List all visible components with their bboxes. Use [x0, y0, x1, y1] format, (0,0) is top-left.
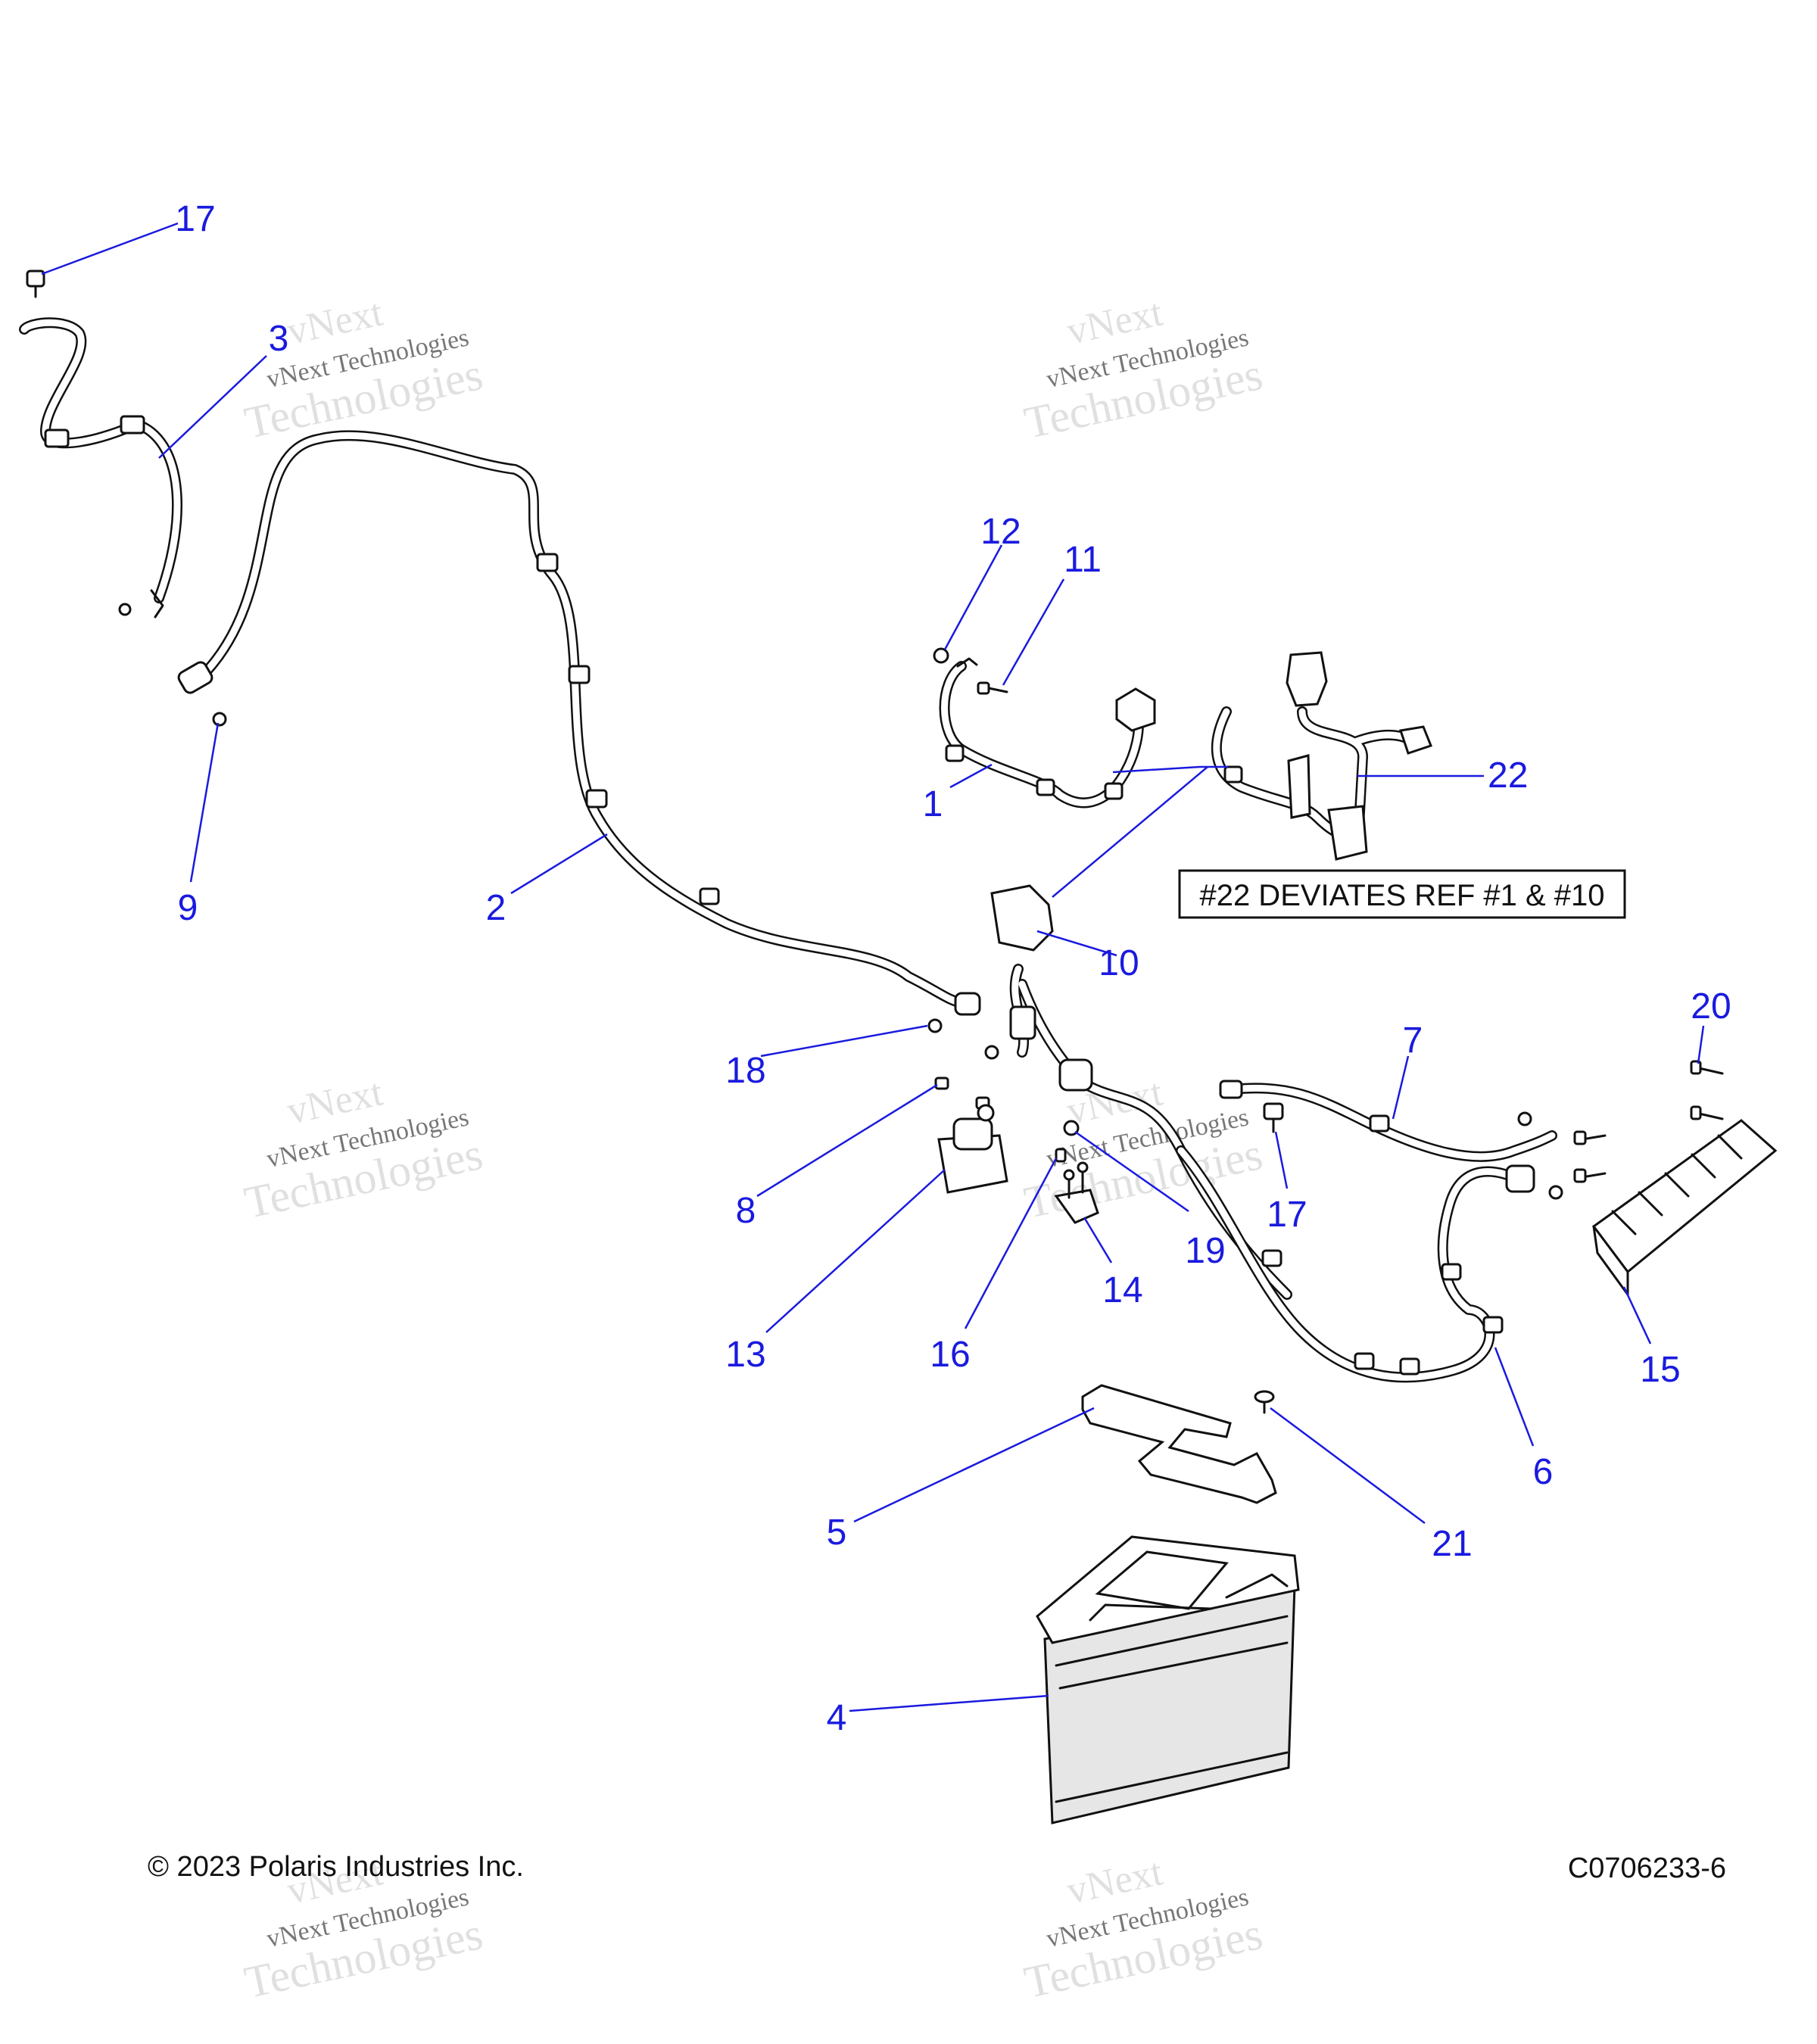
watermark-bottom-center: vNext vNext Technologies Technologies: [1020, 1850, 1267, 2007]
callout-numbers: 17 3 9 2 12 11 1 22 10 18 8 13 16 14 19 …: [175, 199, 1731, 1738]
figure-id: C0706233-6: [1568, 1852, 1726, 1884]
part-19-nut: [1063, 1120, 1080, 1136]
copyright-text: © 2023 Polaris Industries Inc.: [148, 1851, 524, 1883]
part-22-cable-assembly: [1211, 651, 1432, 861]
part-17-bolt-right: [1263, 1102, 1284, 1133]
part-3-ground-cable: [19, 317, 182, 618]
callout-12: 12: [980, 512, 1021, 552]
part-14-bracket: [1054, 1161, 1099, 1224]
part-11-bolt: [977, 681, 1008, 695]
callout-21: 21: [1432, 1524, 1472, 1564]
part-10-terminal-boot: [990, 884, 1292, 1300]
part-21-push-pin: [1254, 1390, 1275, 1414]
part-16-screw: [1055, 1148, 1067, 1163]
part-7-cable: [1219, 1080, 1557, 1162]
part-18-nut: [927, 1018, 943, 1033]
callout-16: 16: [930, 1335, 970, 1375]
part-1-positive-cable: [939, 657, 1156, 809]
callout-5: 5: [827, 1513, 847, 1553]
leader-lines: [41, 222, 1705, 1712]
part-5-hold-down-bracket: [1081, 1384, 1277, 1504]
callout-15: 15: [1640, 1350, 1680, 1390]
callout-13: 13: [725, 1335, 765, 1375]
part-13-solenoid: [937, 1104, 1008, 1194]
watermark-top-left: vNext vNext Technologies Technologies: [240, 291, 487, 447]
part-8-bolts: [934, 1045, 999, 1110]
callout-22: 22: [1488, 756, 1528, 796]
callout-14: 14: [1102, 1270, 1142, 1310]
deviation-note-text: #22 DEVIATES REF #1 & #10: [1199, 879, 1604, 912]
part-4-battery: [1036, 1535, 1300, 1824]
callout-18: 18: [725, 1051, 765, 1091]
part-15-terminal-block: [1573, 1119, 1778, 1298]
watermark-top-center: vNext vNext Technologies Technologies: [1020, 291, 1267, 447]
callout-1: 1: [923, 784, 943, 824]
callout-9: 9: [178, 888, 198, 928]
callout-4: 4: [827, 1698, 847, 1738]
part-6-cable: [1176, 1145, 1563, 1383]
part-12-nut: [933, 647, 949, 664]
deviation-note: #22 DEVIATES REF #1 & #10: [1178, 869, 1626, 919]
part-2-battery-cable: [177, 430, 981, 1016]
watermark-mid-left: vNext vNext Technologies Technologies: [240, 1070, 487, 1227]
part-9-nut: [212, 712, 227, 727]
callout-8: 8: [736, 1191, 756, 1231]
callout-2: 2: [486, 888, 506, 928]
callout-17-right: 17: [1267, 1195, 1307, 1235]
callout-10: 10: [1099, 943, 1139, 983]
watermark-mid-center: vNext vNext Technologies Technologies: [1020, 1070, 1267, 1227]
callout-19: 19: [1185, 1231, 1225, 1271]
callout-6: 6: [1533, 1452, 1554, 1492]
part-17-bolt-top: [26, 270, 45, 298]
callout-17-top: 17: [175, 199, 215, 239]
callout-20: 20: [1691, 986, 1731, 1027]
part-20-screws: [1690, 1060, 1724, 1120]
callout-11: 11: [1064, 540, 1102, 580]
callout-7: 7: [1403, 1020, 1423, 1061]
callout-3: 3: [269, 319, 289, 359]
